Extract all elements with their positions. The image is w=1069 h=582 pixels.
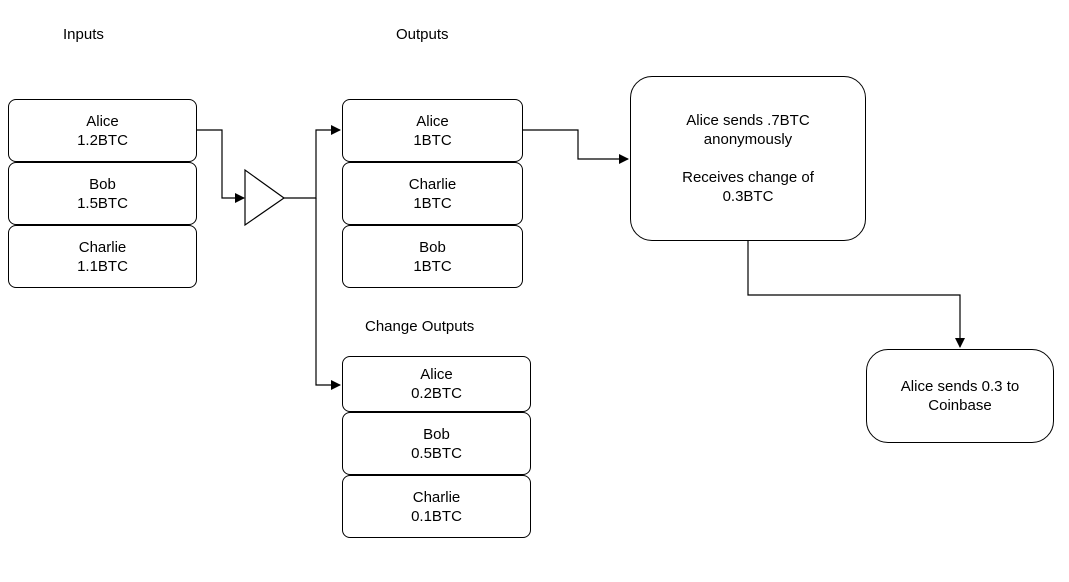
send-box-line: anonymously xyxy=(703,131,793,148)
change-output-name: Alice xyxy=(420,366,453,383)
change-output-name: Bob xyxy=(423,425,450,443)
change-output-amount: 0.2BTC xyxy=(411,385,462,402)
input-to-mixer-connector xyxy=(197,129,245,203)
coinbase-box-line: Alice sends 0.3 to xyxy=(900,378,1020,395)
mixer-to-outputs-connector xyxy=(284,125,341,199)
output-charlie: Charlie 1BTC xyxy=(342,162,523,225)
output-amount: 1BTC xyxy=(413,131,452,149)
input-bob: Bob 1.5BTC xyxy=(8,162,197,225)
send-to-coinbase-connector xyxy=(747,241,965,348)
output-bob: Bob 1BTC xyxy=(342,225,523,288)
change-outputs-heading: Change Outputs xyxy=(365,318,475,335)
change-output-amount: 0.5BTC xyxy=(411,444,462,462)
output-amount: 1BTC xyxy=(413,194,452,212)
change-output-charlie: Charlie 0.1BTC xyxy=(342,475,531,538)
alice-send-box: Alice sends .7BTC anonymously Receives c… xyxy=(630,76,866,241)
output-amount: 1BTC xyxy=(413,257,452,275)
input-alice: Alice 1.2BTC xyxy=(8,99,197,162)
output-alice: Alice 1BTC xyxy=(342,99,523,162)
input-charlie: Charlie 1.1BTC xyxy=(8,225,197,288)
outputs-heading: Outputs xyxy=(396,26,449,43)
change-output-alice: Alice 0.2BTC xyxy=(342,356,531,412)
output-name: Charlie xyxy=(408,175,457,193)
change-output-amount: 0.1BTC xyxy=(411,507,462,525)
send-box-line: Receives change of xyxy=(682,169,814,186)
change-output-name: Charlie xyxy=(412,488,461,506)
inputs-heading: Inputs xyxy=(63,26,104,43)
send-box-line: Alice sends .7BTC xyxy=(686,112,810,129)
output-name: Alice xyxy=(416,112,449,130)
coinbase-box-line: Coinbase xyxy=(928,397,992,414)
send-box-line: 0.3BTC xyxy=(722,188,774,205)
mixer-triangle xyxy=(244,168,286,227)
change-output-bob: Bob 0.5BTC xyxy=(342,412,531,475)
mixer-to-change-connector xyxy=(315,198,341,390)
coinbase-send-box: Alice sends 0.3 to Coinbase xyxy=(866,349,1054,443)
input-name: Alice xyxy=(86,112,119,130)
output-to-send-connector xyxy=(523,129,629,164)
input-amount: 1.2BTC xyxy=(77,131,128,149)
input-amount: 1.5BTC xyxy=(77,194,128,212)
input-name: Charlie xyxy=(78,238,127,256)
output-name: Bob xyxy=(419,238,446,256)
input-amount: 1.1BTC xyxy=(77,257,128,275)
input-name: Bob xyxy=(89,175,116,193)
